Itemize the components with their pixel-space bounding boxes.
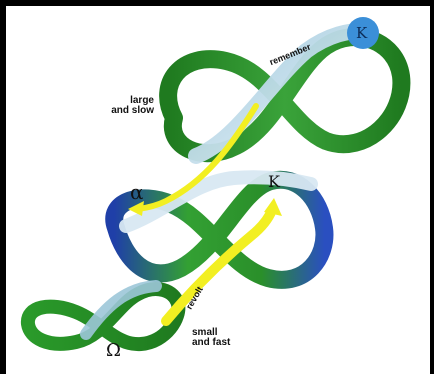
alpha-symbol: α <box>130 182 144 202</box>
large-loop <box>168 31 401 156</box>
small-label-line2: and fast <box>192 338 252 348</box>
panarchy-diagram-panel: large and slow small and fast remember r… <box>6 6 430 374</box>
small-loop <box>28 286 178 344</box>
kappa-mid-symbol: K <box>268 172 280 192</box>
large-and-slow-label: large and slow <box>64 96 154 116</box>
diagram-graphic <box>6 6 430 374</box>
omega-symbol: Ω <box>106 341 121 361</box>
kappa-top-symbol: K <box>356 23 367 43</box>
small-and-fast-label: small and fast <box>192 328 252 348</box>
large-label-line2: and slow <box>64 106 154 116</box>
